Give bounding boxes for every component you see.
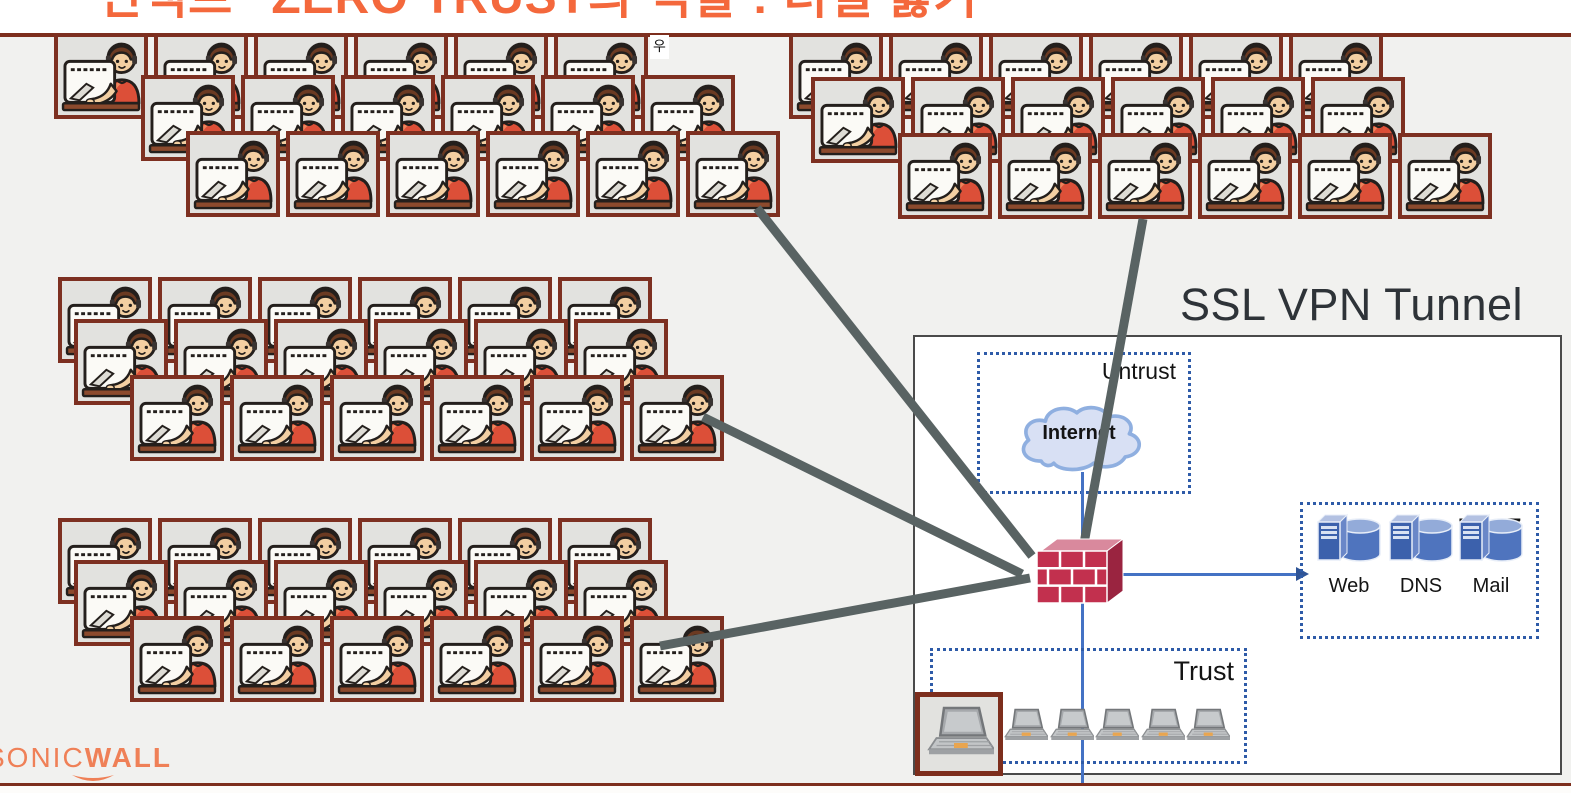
remote-user-icon [330, 616, 424, 702]
network-diagram-box: Untrust Internet DMZ Web DNS Mail Trust [913, 335, 1562, 793]
person-at-computer-icon [1005, 142, 1085, 212]
person-at-computer-icon [1305, 142, 1385, 212]
slide-title: "언택트" ZERO TRUST의 역할 : 터널 뚫기 [74, 0, 978, 22]
remote-user-icon [686, 131, 780, 217]
top-divider-rule [0, 33, 1571, 37]
remote-user-icon [386, 131, 480, 217]
person-at-computer-icon [437, 384, 517, 454]
server-mail: Mail [1455, 510, 1527, 598]
lan-line-vertical [1081, 472, 1084, 793]
remote-user-icon [186, 131, 280, 217]
person-at-computer-icon [237, 384, 317, 454]
logo-sonic: SONIC [0, 742, 85, 773]
person-at-computer-icon [637, 384, 717, 454]
logo-wall: WALL [84, 742, 172, 773]
person-at-computer-icon [1105, 142, 1185, 212]
trust-zone-label: Trust [1173, 656, 1235, 686]
remote-user-icon [530, 375, 624, 461]
remote-user-icon [286, 131, 380, 217]
untrust-zone-label: Untrust [1101, 358, 1176, 384]
laptop-icon [1093, 706, 1140, 746]
person-at-computer-icon [337, 384, 417, 454]
remote-user-icon [230, 616, 324, 702]
remote-user-icon [330, 375, 424, 461]
remote-user-icon [530, 616, 624, 702]
remote-user-icon [586, 131, 680, 217]
laptop-icon [1139, 706, 1186, 746]
person-at-computer-icon [493, 140, 573, 210]
laptop-icon [1002, 706, 1049, 746]
server-label: DNS [1399, 575, 1443, 597]
person-at-computer-icon [337, 625, 417, 695]
remote-user-icon [130, 375, 224, 461]
remote-user-icon [1298, 133, 1392, 219]
lan-line-horizontal [1122, 573, 1298, 576]
server-label: Web [1328, 575, 1370, 597]
person-at-computer-icon [437, 625, 517, 695]
remote-user-icon [74, 560, 168, 646]
person-at-computer-icon [137, 625, 217, 695]
person-at-computer-icon [537, 625, 617, 695]
remote-user-icon [1198, 133, 1292, 219]
remote-user-icon [898, 133, 992, 219]
bottom-divider-rule [0, 783, 1571, 786]
person-at-computer-icon [637, 625, 717, 695]
server-dns: DNS [1385, 510, 1457, 598]
person-at-computer-icon [1405, 142, 1485, 212]
remote-user-icon [1098, 133, 1192, 219]
person-at-computer-icon [61, 42, 141, 112]
person-at-computer-icon [693, 140, 773, 210]
firewall-icon [1033, 535, 1127, 611]
remote-user-icon [630, 375, 724, 461]
laptop-icon [1048, 706, 1095, 746]
remote-user-icon [998, 133, 1092, 219]
person-at-computer-icon [137, 384, 217, 454]
ssl-vpn-tunnel-label: SSL VPN Tunnel [1180, 279, 1524, 330]
sonicwall-logo: SONICWALL [0, 742, 172, 774]
internet-label: Internet [1042, 422, 1116, 444]
laptop-icon [927, 706, 996, 756]
highlighted-laptop-box [915, 692, 1003, 776]
remote-user-icon [486, 131, 580, 217]
title-strip [0, 0, 1571, 33]
person-at-computer-icon [193, 140, 273, 210]
person-at-computer-icon [1205, 142, 1285, 212]
person-at-computer-icon [393, 140, 473, 210]
server-web: Web [1313, 510, 1385, 598]
laptop-icon [1184, 706, 1231, 746]
remote-user-icon [630, 616, 724, 702]
remote-user-icon [430, 375, 524, 461]
person-at-computer-icon [537, 384, 617, 454]
remote-user-icon [230, 375, 324, 461]
person-at-computer-icon [818, 86, 898, 156]
person-at-computer-icon [237, 625, 317, 695]
remote-user-icon [130, 616, 224, 702]
person-at-computer-icon [593, 140, 673, 210]
remote-user-icon [811, 77, 905, 163]
remote-user-icon [54, 33, 148, 119]
server-label: Mail [1472, 575, 1510, 597]
remote-user-icon [430, 616, 524, 702]
person-at-computer-icon [905, 142, 985, 212]
remote-user-icon [1398, 133, 1492, 219]
bottom-strip [0, 786, 1571, 793]
logo-swoosh [72, 775, 114, 781]
person-at-computer-icon [293, 140, 373, 210]
stray-character: 우 [650, 35, 669, 60]
